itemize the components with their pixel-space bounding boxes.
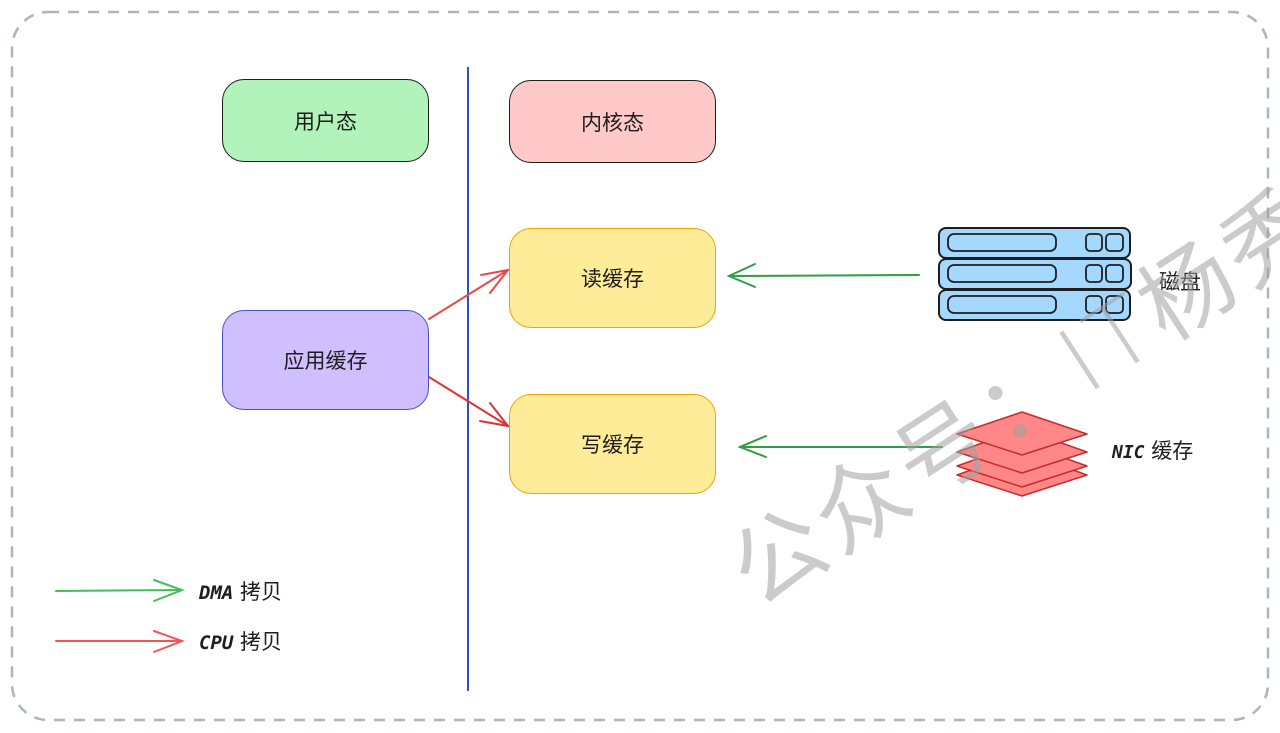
dma-arrow-nic-to-write-cache xyxy=(737,435,943,458)
legend-dma-arrow xyxy=(55,579,185,602)
read-cache-node: 读缓存 xyxy=(509,228,716,328)
user-space-node: 用户态 xyxy=(222,79,429,162)
app-cache-node: 应用缓存 xyxy=(222,310,429,410)
nic-cache-label: NIC 缓存 xyxy=(1112,435,1193,465)
read-cache-label: 读缓存 xyxy=(581,267,644,291)
cpu-arrow-to-write-cache xyxy=(428,376,511,428)
legend-dma-prefix: DMA xyxy=(199,582,234,604)
dashed-frame xyxy=(10,10,1270,722)
legend-cpu-label: CPU 拷贝 xyxy=(199,626,282,656)
legend-cpu-prefix: CPU xyxy=(199,632,234,654)
nic-prefix: NIC xyxy=(1112,442,1145,463)
app-cache-label: 应用缓存 xyxy=(283,349,368,373)
layers-stack-icon xyxy=(956,411,1088,497)
legend-cpu-arrow xyxy=(55,630,185,653)
server-disk-icon xyxy=(938,227,1132,321)
legend-dma-label: DMA 拷贝 xyxy=(199,576,282,606)
dma-arrow-disk-to-read-cache xyxy=(726,263,920,288)
legend-cpu-text: 拷贝 xyxy=(240,630,283,654)
legend-dma-text: 拷贝 xyxy=(240,580,283,604)
write-cache-label: 写缓存 xyxy=(581,433,644,457)
user-space-label: 用户态 xyxy=(294,109,357,134)
disk-label: 磁盘 xyxy=(1159,270,1201,294)
kernel-space-label: 内核态 xyxy=(581,110,644,135)
kernel-space-node: 内核态 xyxy=(509,80,716,163)
cpu-arrow-to-read-cache xyxy=(428,268,511,320)
nic-suffix: 缓存 xyxy=(1151,439,1194,463)
write-cache-node: 写缓存 xyxy=(509,394,716,494)
